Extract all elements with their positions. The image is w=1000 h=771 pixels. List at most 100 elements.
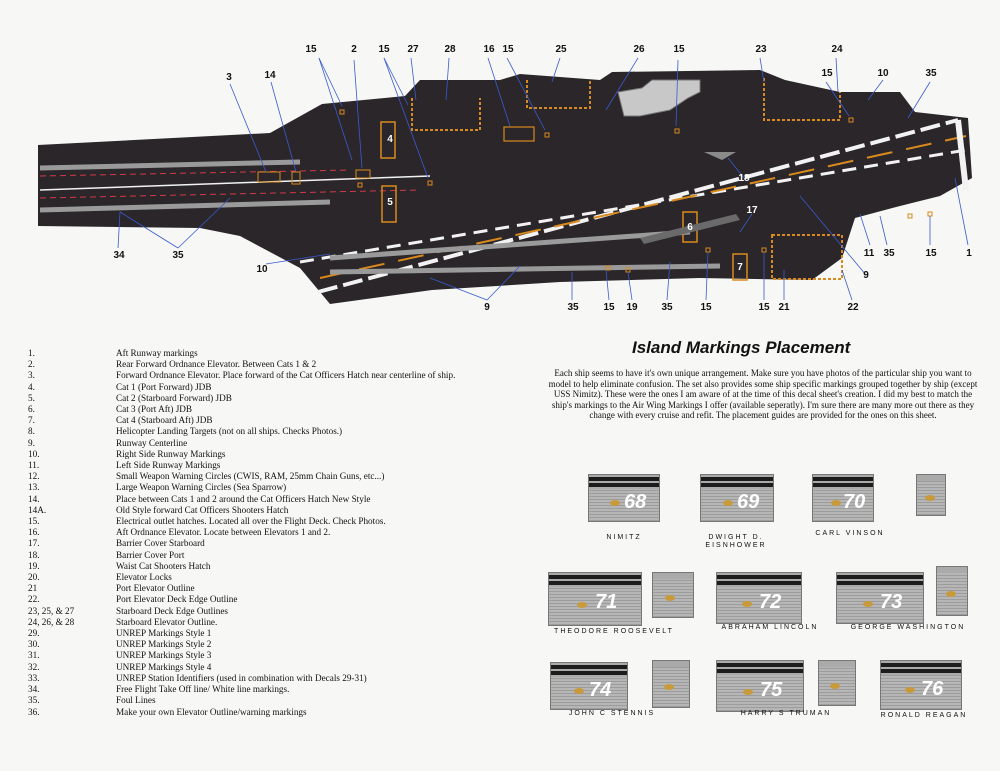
legend-description: Runway Centerline: [116, 437, 188, 448]
island-mesh: [701, 489, 773, 521]
legend-number: 29.: [28, 628, 40, 639]
legend-row: 33.UNREP Station Identifiers (used in co…: [28, 673, 498, 684]
runway-centerline: [319, 135, 967, 279]
island-side-view: [818, 660, 856, 706]
legend-row: 11.Left Side Runway Markings: [28, 460, 498, 471]
island-side-view: [652, 572, 694, 618]
legend-description: Rear Forward Ordnance Elevator. Between …: [116, 359, 317, 370]
legend-description: Right Side Runway Markings: [116, 448, 226, 459]
legend-description: Starboard Deck Edge Outlines: [116, 605, 229, 616]
legend-description: Old Style forward Cat Officers Shooters …: [116, 504, 289, 515]
legend-number: 14.: [28, 493, 40, 504]
island-superstructure: [617, 79, 701, 117]
legend-description: Electrical outlet hatches. Located all o…: [116, 516, 386, 527]
callout-label: 24: [831, 44, 843, 55]
callout-label: 3: [226, 72, 232, 83]
island-stripe: [717, 663, 803, 667]
callout-label: 11: [863, 248, 875, 259]
island-stripe: [717, 575, 801, 579]
callout-label: 16: [483, 44, 495, 55]
legend-row: 35.Foul Lines: [28, 695, 498, 706]
island-mesh: [813, 489, 873, 521]
cat-4-track: [329, 263, 721, 275]
hull-number: 71: [595, 591, 618, 613]
legend-number: 4.: [28, 381, 35, 392]
air-wing-emblem: [905, 687, 915, 693]
legend-row: 19.Waist Cat Shooters Hatch: [28, 561, 498, 572]
legend-description: Helicopter Landing Targets (not on all s…: [116, 426, 343, 437]
island-guide: 70: [812, 474, 874, 522]
island-guide: 73: [836, 572, 924, 624]
legend-description: Cat 4 (Starboard Aft) JDB: [116, 415, 213, 426]
legend-row: 22.Port Elevator Deck Edge Outline: [28, 594, 498, 605]
callout-label: 15: [673, 44, 685, 55]
ship-name: HARRY S TRUMAN: [740, 710, 832, 717]
legend-row: 10.Right Side Runway Markings: [28, 449, 498, 460]
legend-description: UNREP Markings Style 2: [116, 639, 212, 650]
legend-description: Elevator Locks: [116, 572, 172, 583]
air-wing-emblem: [946, 591, 956, 597]
legend-number: 13.: [28, 482, 40, 493]
callout-label: 35: [883, 248, 895, 259]
legend-row: 13.Large Weapon Warning Circles (Sea Spa…: [28, 482, 498, 493]
legend-number: 15.: [28, 516, 40, 527]
legend-description: Aft Ordnance Elevator. Locate between El…: [116, 527, 331, 538]
legend-description: Barrier Cover Port: [116, 549, 185, 560]
island-mesh: [881, 675, 961, 709]
island-guide: 69: [700, 474, 774, 522]
air-wing-emblem: [723, 500, 733, 506]
legend-description: Small Weapon Warning Circles (CWIS, RAM,…: [116, 471, 385, 482]
ship-name: THEODORE ROOSEVELT: [554, 628, 674, 635]
legend-row: 20.Elevator Locks: [28, 572, 498, 583]
legend-description: Waist Cat Shooters Hatch: [116, 560, 211, 571]
island-stripe: [589, 483, 659, 487]
legend-number: 5.: [28, 392, 35, 403]
island-guide: 72: [716, 572, 802, 624]
island-side-view: [652, 660, 690, 708]
legend-description: Foul Lines: [116, 695, 156, 706]
legend-row: 12. Small Weapon Warning Circles (CWIS, R…: [28, 471, 498, 482]
legend-description: Port Elevator Deck Edge Outline: [116, 594, 238, 605]
legend-description: Cat 1 (Port Forward) JDB: [116, 381, 212, 392]
callout-label: 15: [821, 68, 833, 79]
callout-label: 15: [603, 302, 615, 313]
island-stripe: [551, 671, 627, 675]
jdb-7: [732, 253, 748, 281]
ship-name: RONALD REAGAN: [880, 712, 968, 719]
legend-description: Left Side Runway Markings: [116, 460, 221, 471]
island-guide: 74: [550, 662, 628, 710]
island-section-title: Island Markings Placement: [632, 338, 851, 357]
island-stripe: [813, 483, 873, 487]
callout-label: 15: [758, 302, 770, 313]
legend-number: 7.: [28, 415, 35, 426]
legend-number: 34.: [28, 684, 40, 695]
callout-label: 22: [847, 302, 859, 313]
legend-description: Cat 3 (Port Aft) JDB: [116, 404, 193, 415]
callout-label: 15: [925, 248, 937, 259]
hull-number: 75: [760, 679, 783, 701]
air-wing-emblem: [664, 684, 674, 690]
island-section-description: Each ship seems to have it's own unique …: [548, 368, 978, 421]
island-stripe: [549, 575, 641, 579]
legend-number: 12.: [28, 471, 40, 482]
callout-label: 21: [778, 302, 790, 313]
legend-number: 32.: [28, 661, 40, 672]
hull-number: 72: [759, 591, 782, 613]
callout-label: 9: [863, 270, 869, 281]
legend-row: 18.Barrier Cover Port: [28, 550, 498, 561]
callout-label: 25: [555, 44, 567, 55]
callout-label: 1: [966, 248, 972, 259]
flight-deck-diagram: [38, 57, 972, 304]
legend-number: 24, 26, & 28: [28, 616, 75, 627]
callout-label: 10: [256, 264, 268, 275]
air-wing-emblem: [742, 601, 752, 607]
callout-label: 17: [746, 205, 758, 216]
legend-description: Starboard Elevator Outline.: [116, 616, 218, 627]
island-mesh: [717, 587, 801, 623]
legend-row: 14.Place between Cats 1 and 2 around the…: [28, 494, 498, 505]
island-stripe: [589, 477, 659, 481]
island-side-view: [916, 474, 946, 516]
barrier-cover-starboard: [640, 214, 740, 244]
legend-number: 17.: [28, 538, 40, 549]
